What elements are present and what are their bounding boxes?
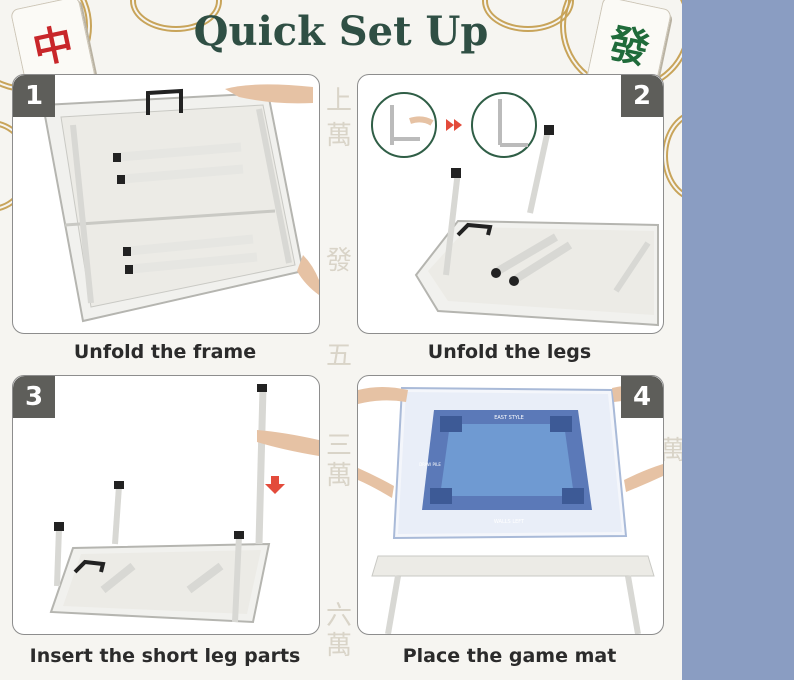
background-glyph: 萬 bbox=[326, 461, 353, 491]
background-glyph: 上 bbox=[326, 86, 353, 116]
side-panel bbox=[682, 0, 794, 680]
mat-side-text: DRAW PILE bbox=[419, 462, 441, 467]
step-panel-3: 3 bbox=[12, 375, 320, 635]
step-caption: Unfold the legs bbox=[427, 341, 592, 363]
background-glyph: 發 bbox=[326, 246, 353, 276]
mat-top-text: EAST STYLE bbox=[494, 415, 524, 421]
mat-bottom-text: WALLS LEFT bbox=[494, 519, 525, 525]
step-panel-2: 2 bbox=[357, 74, 664, 334]
step-panel-4: EAST STYLE WALLS LEFT DRAW PILE 4 bbox=[357, 375, 664, 635]
background-glyph: 萬 bbox=[660, 436, 682, 466]
background-glyph: 六 bbox=[326, 601, 353, 631]
game-mat-illustration: EAST STYLE WALLS LEFT DRAW PILE bbox=[358, 385, 663, 634]
step-number-badge: 1 bbox=[13, 75, 55, 117]
background-glyph: 五 bbox=[326, 341, 353, 371]
decorative-ring bbox=[662, 110, 682, 202]
folded-table-illustration bbox=[41, 84, 319, 323]
page-title: Quick Set Up bbox=[193, 8, 489, 55]
step-number-badge: 2 bbox=[621, 75, 663, 117]
red-arrow-icon bbox=[446, 119, 454, 131]
step-number-badge: 3 bbox=[13, 376, 55, 418]
unfold-legs-illustration bbox=[371, 92, 659, 327]
step-caption: Unfold the frame bbox=[73, 341, 257, 363]
infographic: 上 萬 發 五 三 萬 六 萬 萬 中 發 Quick Set Up bbox=[0, 0, 682, 667]
step-caption: Place the game mat bbox=[402, 645, 617, 667]
insert-leg-parts-illustration bbox=[49, 384, 319, 624]
background-glyph: 萬 bbox=[326, 121, 353, 151]
down-arrow-icon bbox=[265, 476, 285, 494]
step-panel-1: 1 bbox=[12, 74, 320, 334]
step-caption: Insert the short leg parts bbox=[29, 645, 301, 667]
background-glyph: 萬 bbox=[326, 631, 353, 661]
step-number-badge: 4 bbox=[621, 376, 663, 418]
background-glyph: 三 bbox=[326, 431, 353, 461]
